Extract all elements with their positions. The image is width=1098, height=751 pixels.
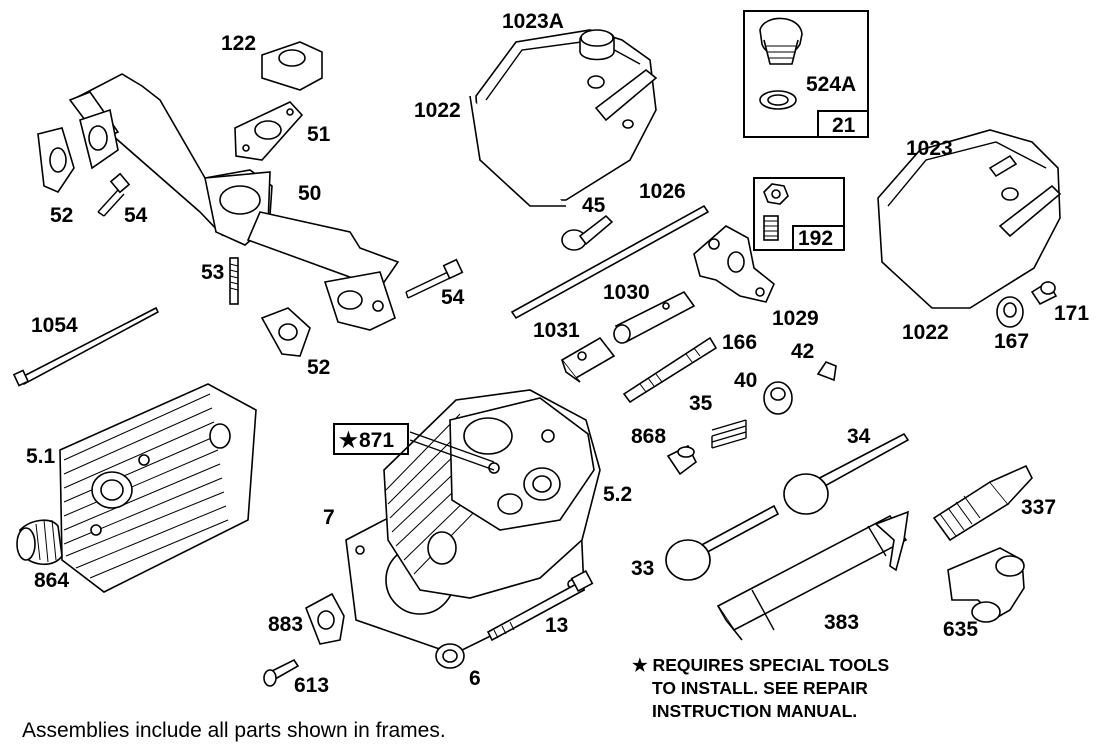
- part-6-washer: [435, 643, 465, 669]
- part-337-spark-plug: [932, 464, 1033, 542]
- part-54-bolt-right: [405, 258, 464, 299]
- part-51-gasket: [234, 101, 304, 161]
- part-871-frame: [333, 423, 409, 455]
- part-864-adapter: [16, 519, 63, 566]
- label-7: 7: [323, 506, 335, 529]
- part-35-valve-spring: [711, 419, 747, 449]
- label-1022-top: 1022: [414, 99, 461, 122]
- label-337: 337: [1021, 496, 1056, 519]
- part-42-retainer: [816, 361, 837, 382]
- part-5-2-cylinder-head: [383, 389, 601, 599]
- part-1026-push-rod: [510, 204, 710, 320]
- label-1029: 1029: [772, 307, 819, 330]
- label-33: 33: [631, 557, 654, 580]
- label-166: 166: [722, 331, 757, 354]
- part-1023A-valve-cover: [469, 29, 658, 207]
- label-35: 35: [689, 392, 713, 415]
- label-42: 42: [791, 340, 814, 363]
- label-635: 635: [943, 618, 978, 641]
- assemblies-footnote: Assemblies include all parts shown in fr…: [22, 719, 446, 742]
- part-34-exhaust-valve: [783, 432, 910, 515]
- label-34: 34: [847, 425, 871, 448]
- part-171-breather: [1030, 280, 1058, 306]
- label-167: 167: [994, 330, 1029, 353]
- label-6: 6: [469, 667, 481, 690]
- label-51: 51: [307, 123, 331, 146]
- label-192: 192: [798, 227, 833, 250]
- part-383-compressor-tool: [716, 510, 909, 641]
- label-53: 53: [201, 261, 224, 284]
- part-5-1-cylinder-head: [59, 383, 257, 593]
- label-1031: 1031: [533, 319, 580, 342]
- part-1023-valve-cover: [877, 129, 1062, 309]
- label-1022-right: 1022: [902, 321, 949, 344]
- part-40-valve-cap: [763, 381, 793, 415]
- label-1054: 1054: [31, 314, 78, 337]
- label-13: 13: [545, 614, 568, 637]
- part-1029-rocker-arm: [693, 225, 775, 303]
- label-5-2: 5.2: [603, 483, 632, 506]
- part-33-intake-valve: [665, 504, 780, 581]
- part-192-assembly-frame: [753, 177, 845, 251]
- label-52-right: 52: [307, 356, 330, 379]
- part-883-gasket: [304, 592, 345, 645]
- part-21-oil-fill-assembly-frame: [743, 10, 869, 138]
- label-40: 40: [734, 369, 757, 392]
- label-613: 613: [294, 674, 329, 697]
- part-52-gasket-right: [260, 307, 311, 357]
- label-52-left: 52: [50, 204, 73, 227]
- label-871: 871: [359, 429, 394, 452]
- part-50-intake-manifold: [68, 73, 400, 331]
- part-1031-guide-plate: [560, 336, 616, 383]
- part-53-stud: [229, 257, 239, 305]
- note-line-2: TO INSTALL. SEE REPAIR: [652, 678, 868, 698]
- special-tools-note: ★ REQUIRES SPECIAL TOOLS TO INSTALL. SEE…: [632, 654, 889, 723]
- part-635-spark-plug-boot: [947, 547, 1025, 623]
- part-167-grommet: [996, 296, 1024, 328]
- label-45: 45: [582, 194, 606, 217]
- label-54-left: 54: [124, 204, 148, 227]
- label-1023: 1023: [906, 137, 953, 160]
- label-883: 883: [268, 613, 303, 636]
- label-54-right: 54: [441, 286, 465, 309]
- label-871-star: ★: [339, 429, 358, 452]
- note-line-1: ★ REQUIRES SPECIAL TOOLS: [632, 655, 890, 675]
- part-13-bolt: [486, 569, 594, 642]
- label-171: 171: [1054, 302, 1089, 325]
- part-54-bolt-left: [97, 172, 131, 217]
- part-166-rocker-stud: [622, 336, 718, 404]
- label-864: 864: [34, 569, 69, 592]
- part-1054-cable-tie: [12, 306, 160, 387]
- note-line-3: INSTRUCTION MANUAL.: [652, 701, 858, 721]
- part-613-screw: [263, 658, 300, 687]
- part-1030-push-rod-guide: [613, 290, 696, 344]
- label-122: 122: [221, 32, 256, 55]
- label-383: 383: [824, 611, 859, 634]
- label-1030: 1030: [603, 281, 650, 304]
- label-868: 868: [631, 425, 666, 448]
- label-1026: 1026: [639, 180, 686, 203]
- part-45-rocker-stud: [561, 214, 614, 251]
- part-868-valve-seal: [666, 444, 698, 476]
- label-5-1: 5.1: [26, 445, 56, 468]
- part-122-intake-spacer: [261, 41, 323, 91]
- label-524A: 524A: [806, 73, 856, 96]
- label-1023A: 1023A: [502, 10, 564, 33]
- label-50: 50: [298, 182, 321, 205]
- label-21: 21: [832, 114, 856, 137]
- part-52-gasket-left: [37, 127, 75, 193]
